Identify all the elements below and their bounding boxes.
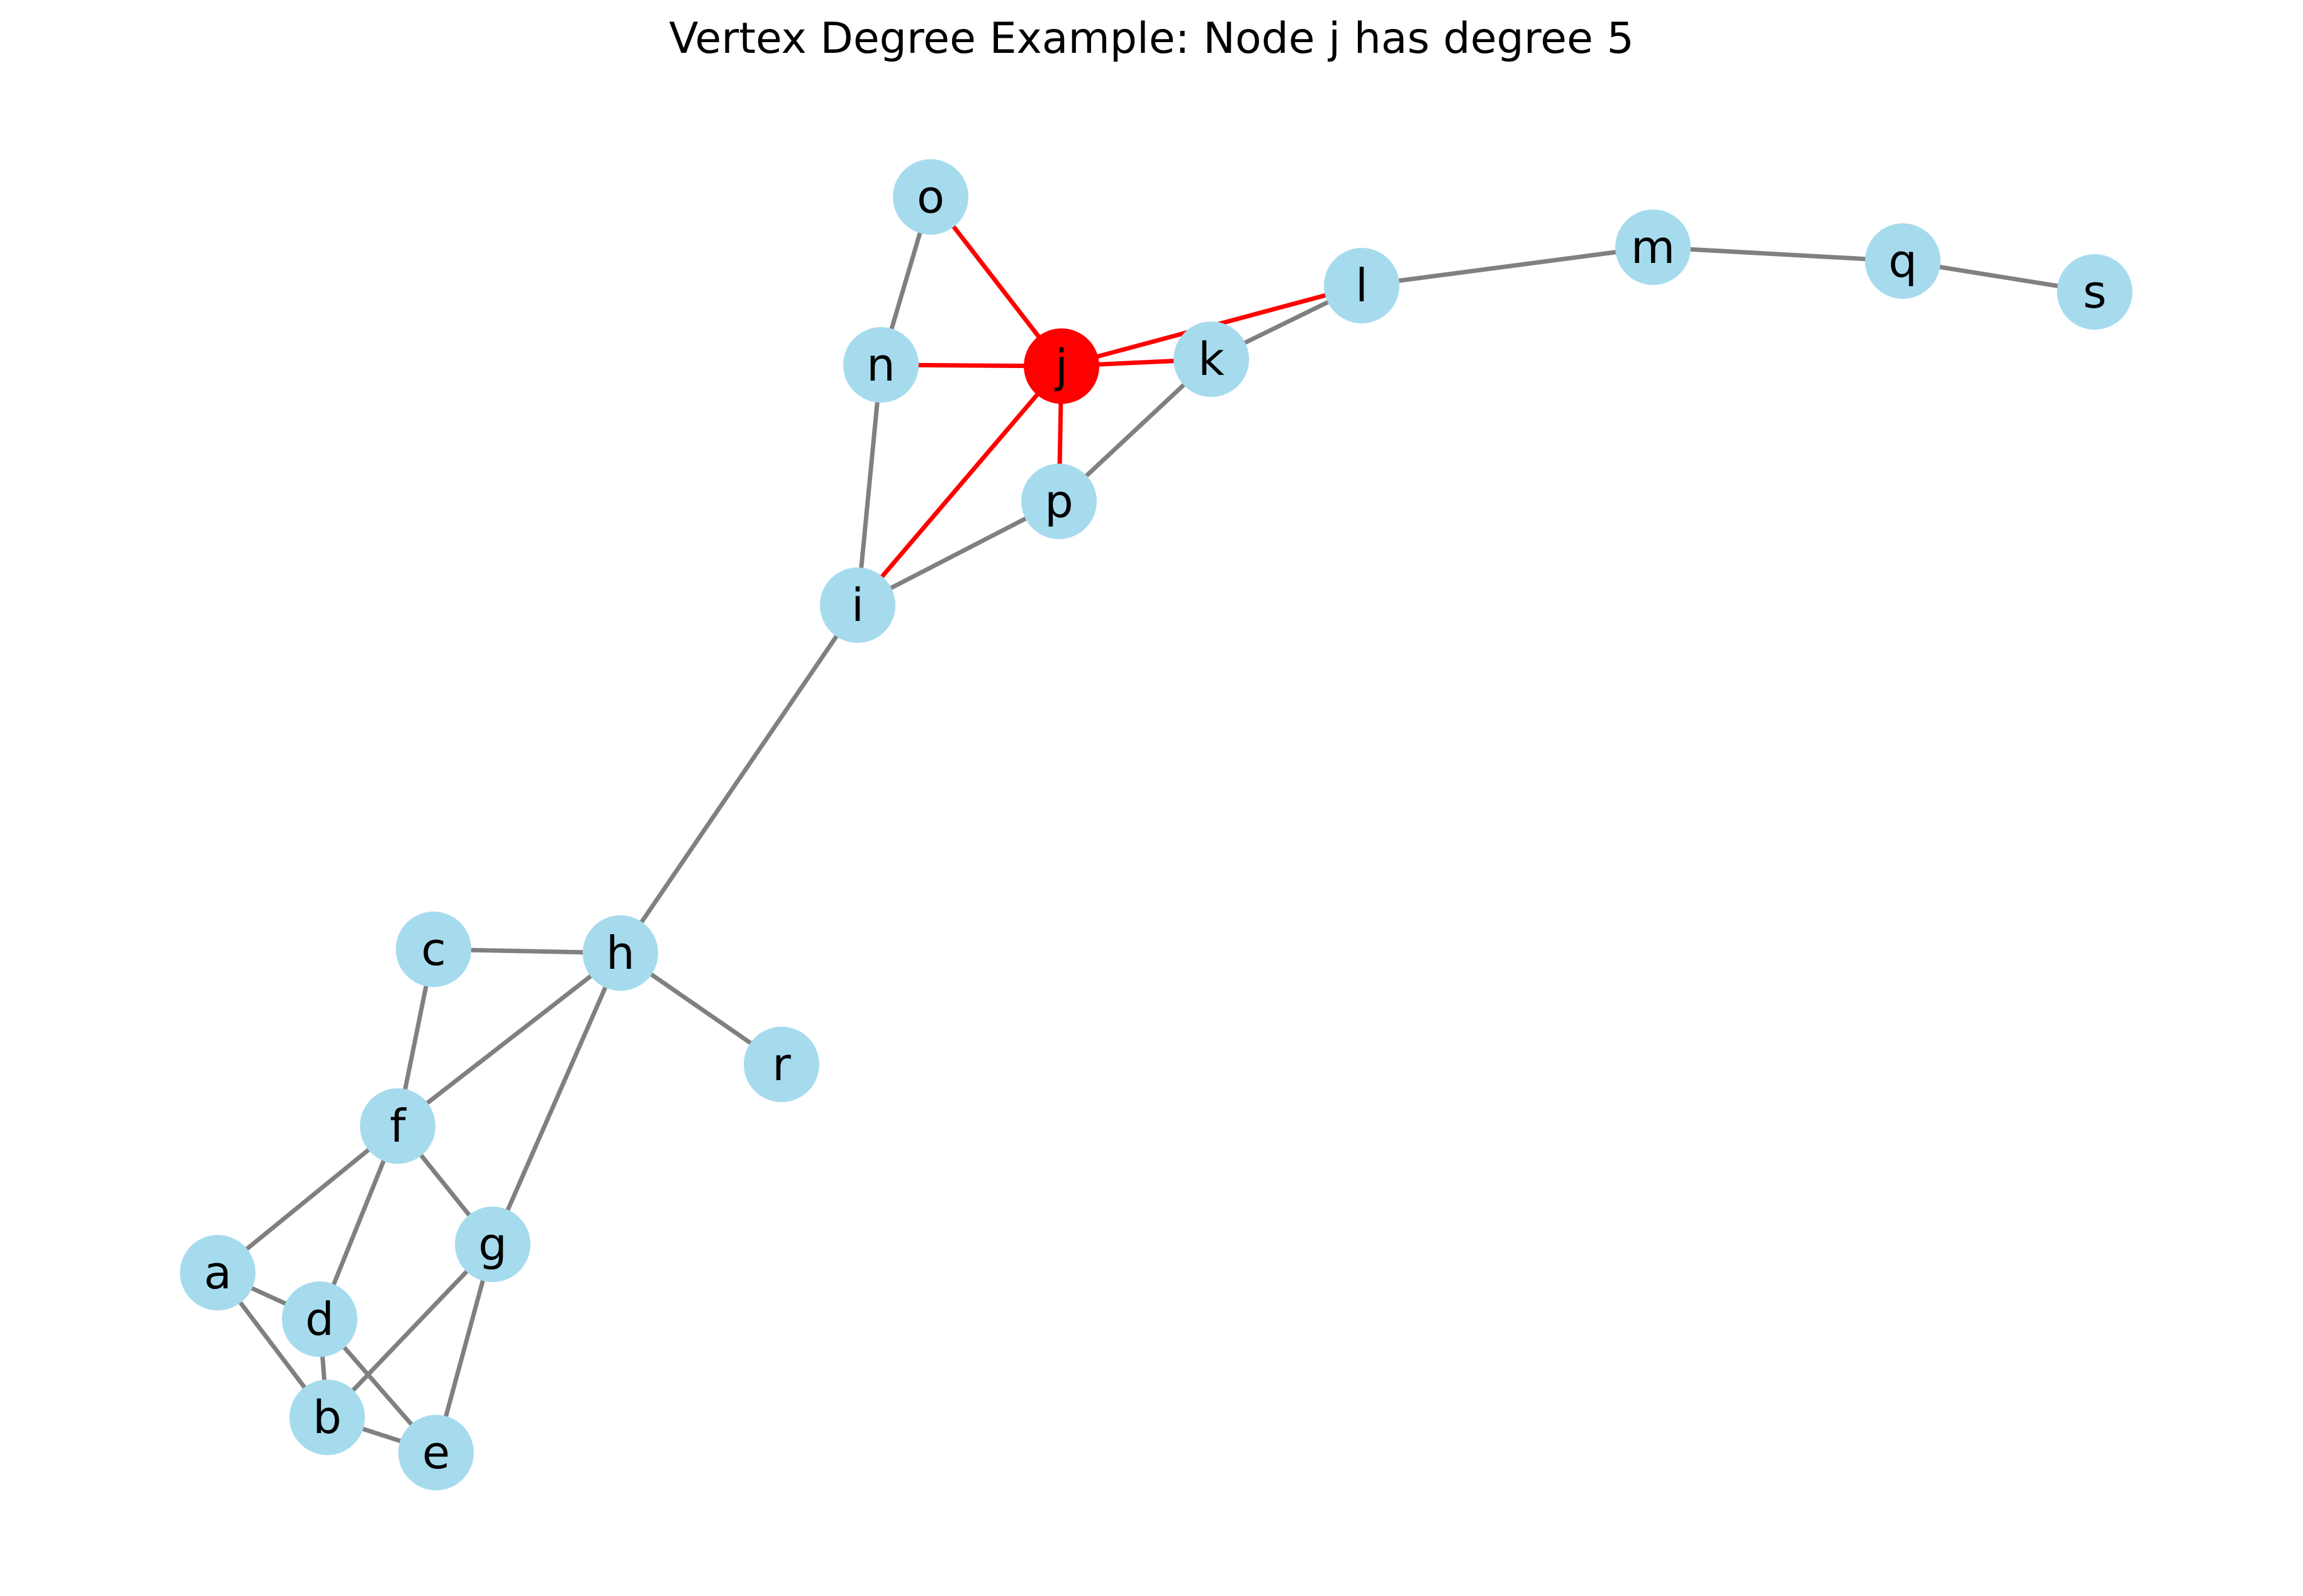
node-a: a	[180, 1235, 255, 1310]
node-circle-d	[282, 1281, 357, 1357]
diagram-title: Vertex Degree Example: Node j has degree…	[669, 14, 1634, 64]
edge-i-p	[856, 499, 1060, 608]
node-label-c: c	[421, 923, 446, 976]
node-label-b: b	[313, 1391, 342, 1444]
node-label-f: f	[389, 1100, 406, 1152]
edge-i-j	[856, 364, 1063, 607]
node-circle-j	[1024, 328, 1099, 404]
node-label-n: n	[866, 338, 895, 391]
node-label-g: g	[478, 1218, 507, 1271]
node-circle-i	[820, 567, 895, 643]
node-label-j: j	[1054, 340, 1068, 393]
node-p: p	[1021, 464, 1097, 539]
node-r: r	[744, 1027, 819, 1102]
node-circle-h	[583, 915, 658, 991]
node-circle-s	[2057, 254, 2132, 330]
node-label-d: d	[305, 1293, 334, 1346]
edge-g-h	[490, 952, 623, 1246]
node-label-e: e	[422, 1426, 450, 1479]
node-circle-k	[1174, 321, 1249, 397]
node-circle-r	[744, 1027, 819, 1102]
edge-f-h	[396, 951, 622, 1128]
node-b: b	[289, 1380, 365, 1455]
node-circle-q	[1865, 223, 1941, 299]
node-circle-a	[180, 1235, 255, 1310]
node-label-k: k	[1198, 333, 1224, 386]
node-q: q	[1865, 223, 1941, 299]
node-f: f	[360, 1088, 435, 1164]
node-label-a: a	[204, 1246, 232, 1299]
node-circle-p	[1021, 464, 1097, 539]
node-label-i: i	[851, 579, 864, 632]
node-circle-g	[455, 1207, 530, 1282]
nodes-layer: a b c d e f g h i j k l m n o p q r s	[180, 159, 2132, 1490]
edge-l-m	[1361, 245, 1654, 288]
node-h: h	[583, 915, 658, 991]
node-circle-f	[360, 1088, 435, 1164]
node-o: o	[893, 159, 968, 235]
node-s: s	[2057, 254, 2132, 330]
node-circle-b	[289, 1380, 365, 1455]
node-k: k	[1174, 321, 1249, 397]
node-g: g	[455, 1207, 530, 1282]
node-label-s: s	[2083, 265, 2107, 318]
node-circle-m	[1615, 209, 1691, 285]
node-label-o: o	[917, 170, 944, 223]
node-m: m	[1615, 209, 1691, 285]
node-c: c	[396, 912, 471, 987]
node-label-m: m	[1631, 221, 1675, 274]
edge-b-g	[325, 1242, 495, 1419]
node-circle-n	[843, 327, 919, 403]
node-circle-l	[1324, 248, 1399, 323]
node-label-p: p	[1045, 475, 1073, 528]
node-l: l	[1324, 248, 1399, 323]
node-i: i	[820, 567, 895, 643]
node-circle-c	[396, 912, 471, 987]
node-circle-e	[398, 1415, 474, 1490]
node-e: e	[398, 1415, 474, 1490]
node-label-h: h	[606, 927, 635, 979]
edge-m-q	[1652, 245, 1903, 264]
node-j: j	[1024, 328, 1099, 404]
node-d: d	[282, 1281, 357, 1357]
node-label-l: l	[1355, 259, 1368, 312]
edge-a-f	[216, 1124, 400, 1275]
node-n: n	[843, 327, 919, 403]
node-circle-o	[893, 159, 968, 235]
edge-i-n	[855, 364, 883, 606]
node-label-r: r	[772, 1038, 791, 1091]
node-label-q: q	[1888, 235, 1917, 287]
edge-h-i	[619, 604, 860, 954]
